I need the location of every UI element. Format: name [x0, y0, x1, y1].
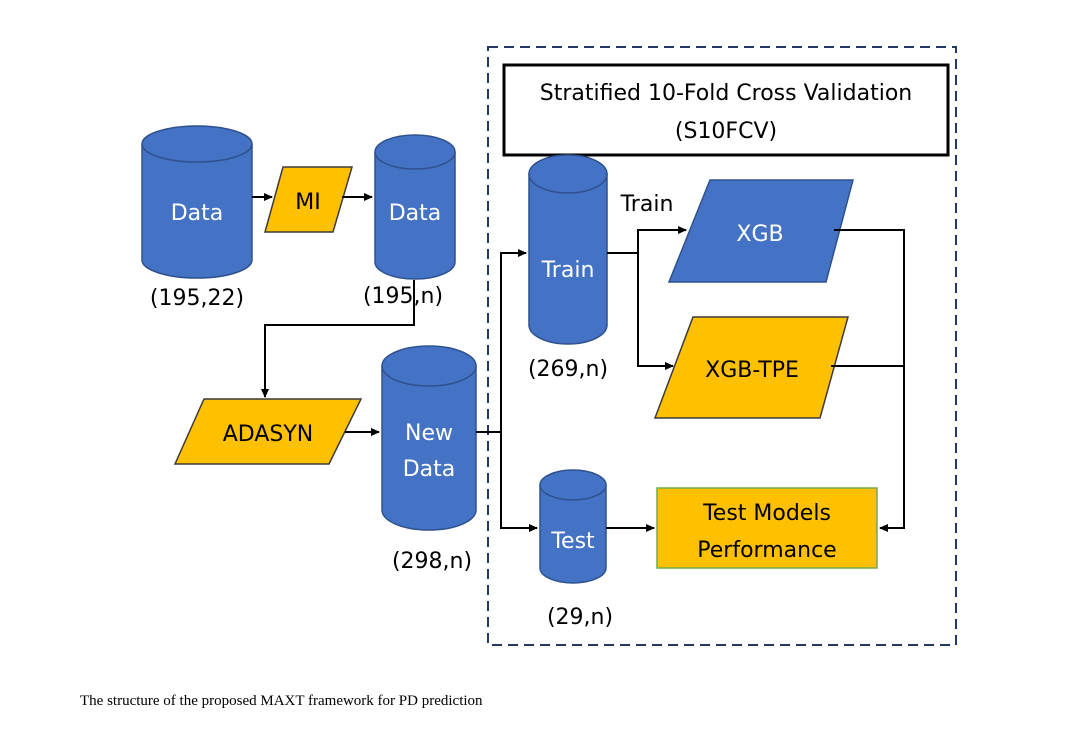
database-new-data: New Data	[381, 345, 477, 531]
process-mi: MI	[264, 166, 354, 233]
model-xgb-tpe: XGB-TPE	[653, 316, 849, 419]
perf-label-line1: Test Models	[702, 501, 831, 526]
model-xgb: XGB	[667, 179, 854, 283]
data-selected-label: Data	[389, 201, 442, 226]
cv-title-line1: Stratified 10-Fold Cross Validation	[540, 81, 912, 106]
train-label: Train	[541, 258, 595, 283]
xgb-tpe-label: XGB-TPE	[705, 358, 799, 383]
database-data-selected: Data	[374, 134, 456, 280]
edge-train-to-xgb	[637, 226, 687, 253]
data-raw-label: Data	[171, 201, 224, 226]
database-data-raw: Data	[141, 125, 253, 279]
perf-label-line2: Performance	[697, 538, 836, 563]
figure-caption: The structure of the proposed MAXT frame…	[80, 693, 483, 709]
cv-container	[487, 46, 957, 646]
new-data-label-line1: New	[405, 421, 453, 446]
connectors	[252, 193, 905, 532]
process-adasyn: ADASYN	[173, 398, 363, 465]
test-shape: (29,n)	[547, 605, 613, 630]
adasyn-label: ADASYN	[223, 422, 314, 447]
cv-title-line2: (S10FCV)	[675, 119, 777, 144]
xgb-label: XGB	[736, 222, 783, 247]
edge-train-to-xgbtpe	[637, 253, 674, 370]
edge-xgb-to-perf	[834, 229, 905, 532]
test-label: Test	[550, 529, 595, 554]
edge-to-train	[500, 249, 527, 432]
new-data-shape: (298,n)	[392, 549, 472, 574]
train-shape: (269,n)	[528, 357, 608, 382]
test-models-performance: Test Models Performance	[656, 487, 878, 569]
data-raw-shape: (195,22)	[150, 286, 244, 311]
database-test: Test	[539, 469, 607, 584]
database-train: Train	[528, 154, 608, 345]
new-data-label-line2: Data	[403, 457, 456, 482]
edge-to-test	[500, 432, 538, 532]
data-selected-shape: (195,n)	[363, 284, 443, 309]
edge-label-train: Train	[620, 192, 674, 217]
mi-label: MI	[295, 190, 320, 215]
edge-data-to-adasyn	[261, 280, 415, 398]
cv-title-box	[502, 63, 950, 157]
